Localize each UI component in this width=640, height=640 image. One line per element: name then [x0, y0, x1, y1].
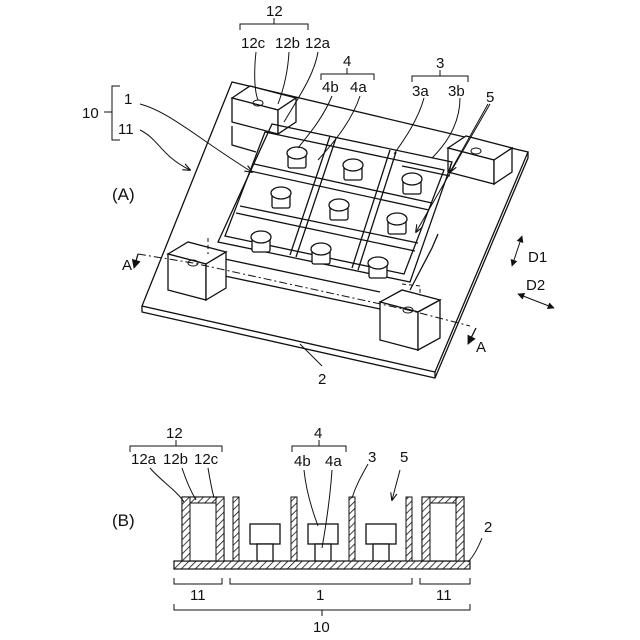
label-4: 4	[343, 53, 351, 70]
label-12: 12	[266, 3, 283, 20]
component-r3c1	[251, 231, 271, 252]
label-11: 11	[118, 121, 134, 138]
b-label-10: 10	[313, 619, 330, 636]
b-label-5: 5	[400, 449, 408, 466]
b-label-1: 1	[316, 587, 324, 604]
section-component-1	[250, 524, 280, 561]
panel-b-label: (B)	[112, 511, 135, 530]
label-section-a-right: A	[476, 339, 486, 356]
label-1: 1	[124, 91, 132, 108]
bracket-3	[412, 76, 468, 82]
b-label-4a: 4a	[325, 453, 342, 470]
figure-a: (A) 12 12c 12b 12a 4 4b 4a 3 3a 3b 5 10 …	[82, 3, 554, 388]
label-d1: D1	[528, 249, 547, 266]
panel-a-label: (A)	[112, 185, 135, 204]
b-label-12: 12	[166, 425, 183, 442]
label-4b: 4b	[322, 79, 339, 96]
figure-b: (B) 12 12a 12b 12c 4 4b 4a 3 5 2 11 1 11…	[112, 425, 492, 636]
b-label-4: 4	[314, 425, 322, 442]
b-label-12a: 12a	[131, 451, 157, 468]
direction-arrow-d2	[518, 294, 554, 308]
section-component-3	[366, 524, 396, 561]
label-12b: 12b	[275, 35, 300, 52]
component-r2c3	[387, 213, 407, 234]
label-section-a-left: A	[122, 257, 132, 274]
component-r3c2	[311, 243, 331, 264]
substrate-plate	[142, 82, 528, 378]
b-label-3: 3	[368, 449, 376, 466]
section-corner-block-right	[422, 497, 464, 561]
corner-block-bottom-left	[168, 242, 226, 300]
component-r2c2	[329, 199, 349, 220]
component-r3c3	[368, 257, 388, 278]
b-label-12b: 12b	[163, 451, 188, 468]
component-r2c1	[271, 187, 291, 208]
b-label-11-right: 11	[436, 587, 452, 604]
label-3: 3	[436, 55, 444, 72]
label-10: 10	[82, 105, 99, 122]
label-3a: 3a	[412, 83, 429, 100]
component-r1c3	[402, 173, 422, 194]
corner-block-bottom-right	[380, 290, 440, 350]
b-label-2: 2	[484, 519, 492, 536]
b-label-12c: 12c	[194, 451, 219, 468]
label-12c: 12c	[241, 35, 266, 52]
section-corner-block-left	[182, 497, 224, 561]
direction-arrow-d1	[512, 236, 522, 266]
component-r1c2	[343, 159, 363, 180]
b-label-11-left: 11	[190, 587, 206, 604]
label-3b: 3b	[448, 83, 465, 100]
label-5: 5	[486, 89, 494, 106]
component-r1c1	[287, 147, 307, 168]
label-2-a: 2	[318, 371, 326, 388]
b-label-4b: 4b	[294, 453, 311, 470]
section-substrate	[174, 561, 470, 569]
label-d2: D2	[526, 277, 545, 294]
bracket-12	[240, 24, 308, 30]
label-4a: 4a	[350, 79, 367, 96]
label-12a: 12a	[305, 35, 331, 52]
